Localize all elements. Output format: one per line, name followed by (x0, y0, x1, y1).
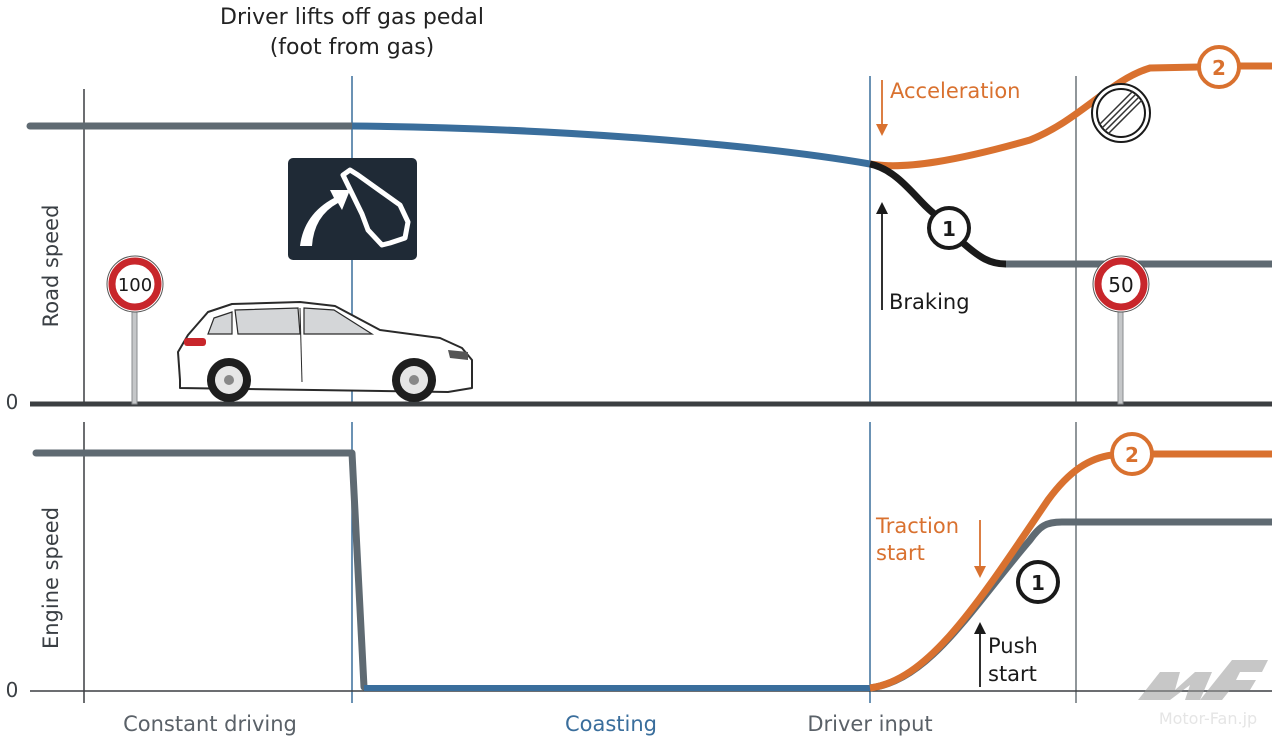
traction-start-label-line1: Traction (875, 514, 959, 538)
road-speed-braking-curve-a (869, 160, 939, 218)
marker-2-top: 2 (1197, 45, 1241, 89)
arrow-down-icon (876, 124, 888, 136)
curve-arrow-icon (300, 190, 350, 246)
svg-text:1: 1 (942, 217, 956, 241)
svg-text:2: 2 (1212, 56, 1226, 80)
watermark-logo: Motor-Fan.jp (1138, 660, 1268, 728)
engine-speed-zero-label: 0 (6, 678, 19, 702)
phase-label-constant: Constant driving (123, 712, 297, 736)
speed-limit-50-text: 50 (1108, 273, 1133, 297)
title-line2: (foot from gas) (270, 35, 435, 60)
title-line1: Driver lifts off gas pedal (220, 5, 484, 30)
svg-text:1: 1 (1031, 571, 1045, 595)
coasting-indicator-icon (288, 158, 417, 260)
road-speed-zero-label: 0 (6, 390, 19, 414)
acceleration-label: Acceleration (890, 79, 1021, 103)
traction-start-annotation: Traction start (875, 514, 986, 578)
speed-limit-100-text: 100 (118, 275, 152, 296)
phase-label-coasting: Coasting (565, 712, 657, 736)
push-start-label-line2: start (988, 662, 1037, 686)
car-icon (177, 301, 473, 402)
svg-text:2: 2 (1125, 443, 1139, 467)
speed-limit-50-sign: 50 (1092, 255, 1150, 405)
braking-label: Braking (889, 290, 970, 314)
motor-fan-logo-icon (1138, 672, 1212, 700)
arrow-down-icon (974, 566, 986, 578)
push-start-annotation: Push start (974, 622, 1038, 687)
road-speed-braking-curve-b (958, 238, 1010, 268)
speed-limit-100-sign: 100 (106, 255, 164, 405)
engine-speed-axis-label: Engine speed (39, 507, 63, 649)
marker-1-bottom: 1 (1016, 560, 1060, 604)
engine-speed-push-start-curve (869, 518, 1272, 692)
braking-annotation: Braking (876, 202, 970, 314)
marker-2-bottom: 2 (1110, 432, 1154, 476)
traction-start-label-line2: start (876, 541, 925, 565)
engine-speed-constant-line (32, 449, 368, 691)
end-of-restrictions-sign-icon (1091, 83, 1151, 143)
engine-speed-traction-start-curve (869, 451, 1113, 692)
arrow-up-icon (974, 622, 986, 634)
arrow-up-icon (876, 202, 888, 214)
watermark-text: Motor-Fan.jp (1159, 709, 1257, 728)
circuit-track-icon (340, 167, 411, 248)
road-speed-coasting-curve (351, 122, 871, 168)
phase-label-driver-input: Driver input (807, 712, 932, 736)
push-start-label-line1: Push (988, 634, 1038, 658)
marker-1-top: 1 (927, 206, 971, 250)
acceleration-annotation: Acceleration (876, 79, 1021, 136)
road-speed-axis-label: Road speed (39, 205, 63, 328)
road-speed-acceleration-curve (869, 63, 1200, 170)
